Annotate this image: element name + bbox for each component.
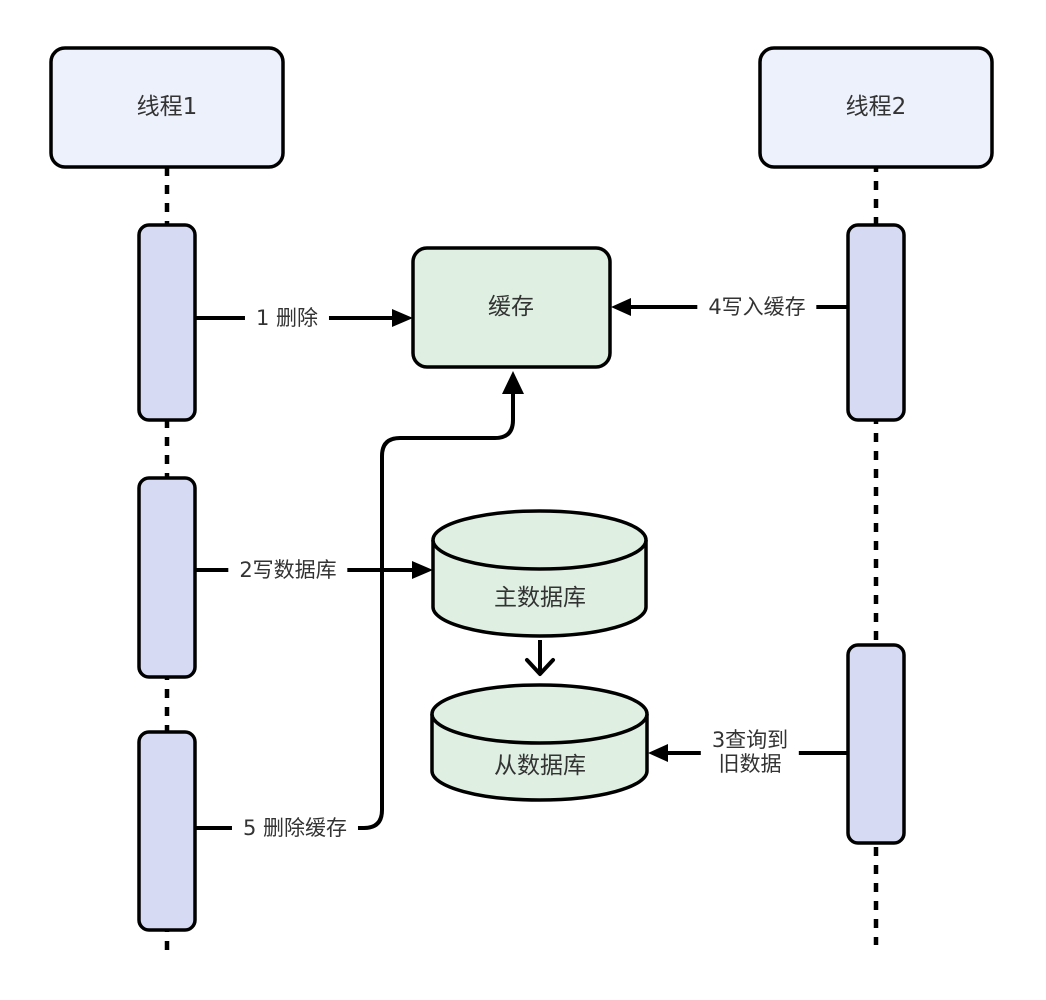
step2-arrowhead-icon (412, 561, 433, 579)
primary-db-label: 主数据库 (494, 584, 586, 611)
thread2-label: 线程2 (845, 93, 907, 120)
primary-db-cylinder-top (431, 509, 648, 571)
replica-db-label: 从数据库 (494, 752, 586, 779)
step3-label: 3查询到 旧数据 (700, 725, 800, 779)
thread2-activation-bar-2 (846, 643, 906, 845)
replication-arrowhead-icon (525, 658, 555, 676)
step2-label: 2写数据库 (228, 555, 348, 585)
step4-arrowhead-icon (611, 298, 631, 316)
cache-box (411, 246, 612, 369)
step1-label: 1 删除 (244, 303, 330, 333)
thread2-box (758, 46, 994, 169)
step5-arrow-curve (195, 380, 515, 830)
thread1-activation-bar-3 (137, 730, 197, 932)
step5-label: 5 删除缓存 (231, 813, 359, 843)
step3-arrowhead-icon (648, 744, 668, 762)
step5-arrowhead-icon (502, 371, 524, 394)
replica-db-cylinder-top (430, 683, 649, 745)
cache-label: 缓存 (488, 293, 534, 320)
thread2-activation-bar-1 (846, 223, 906, 422)
thread1-activation-bar-2 (137, 476, 197, 679)
thread1-activation-bar-1 (137, 223, 197, 422)
step4-label: 4写入缓存 (697, 292, 817, 322)
thread1-label: 线程1 (136, 93, 198, 120)
step1-arrowhead-icon (392, 309, 413, 327)
thread1-box (49, 46, 285, 169)
